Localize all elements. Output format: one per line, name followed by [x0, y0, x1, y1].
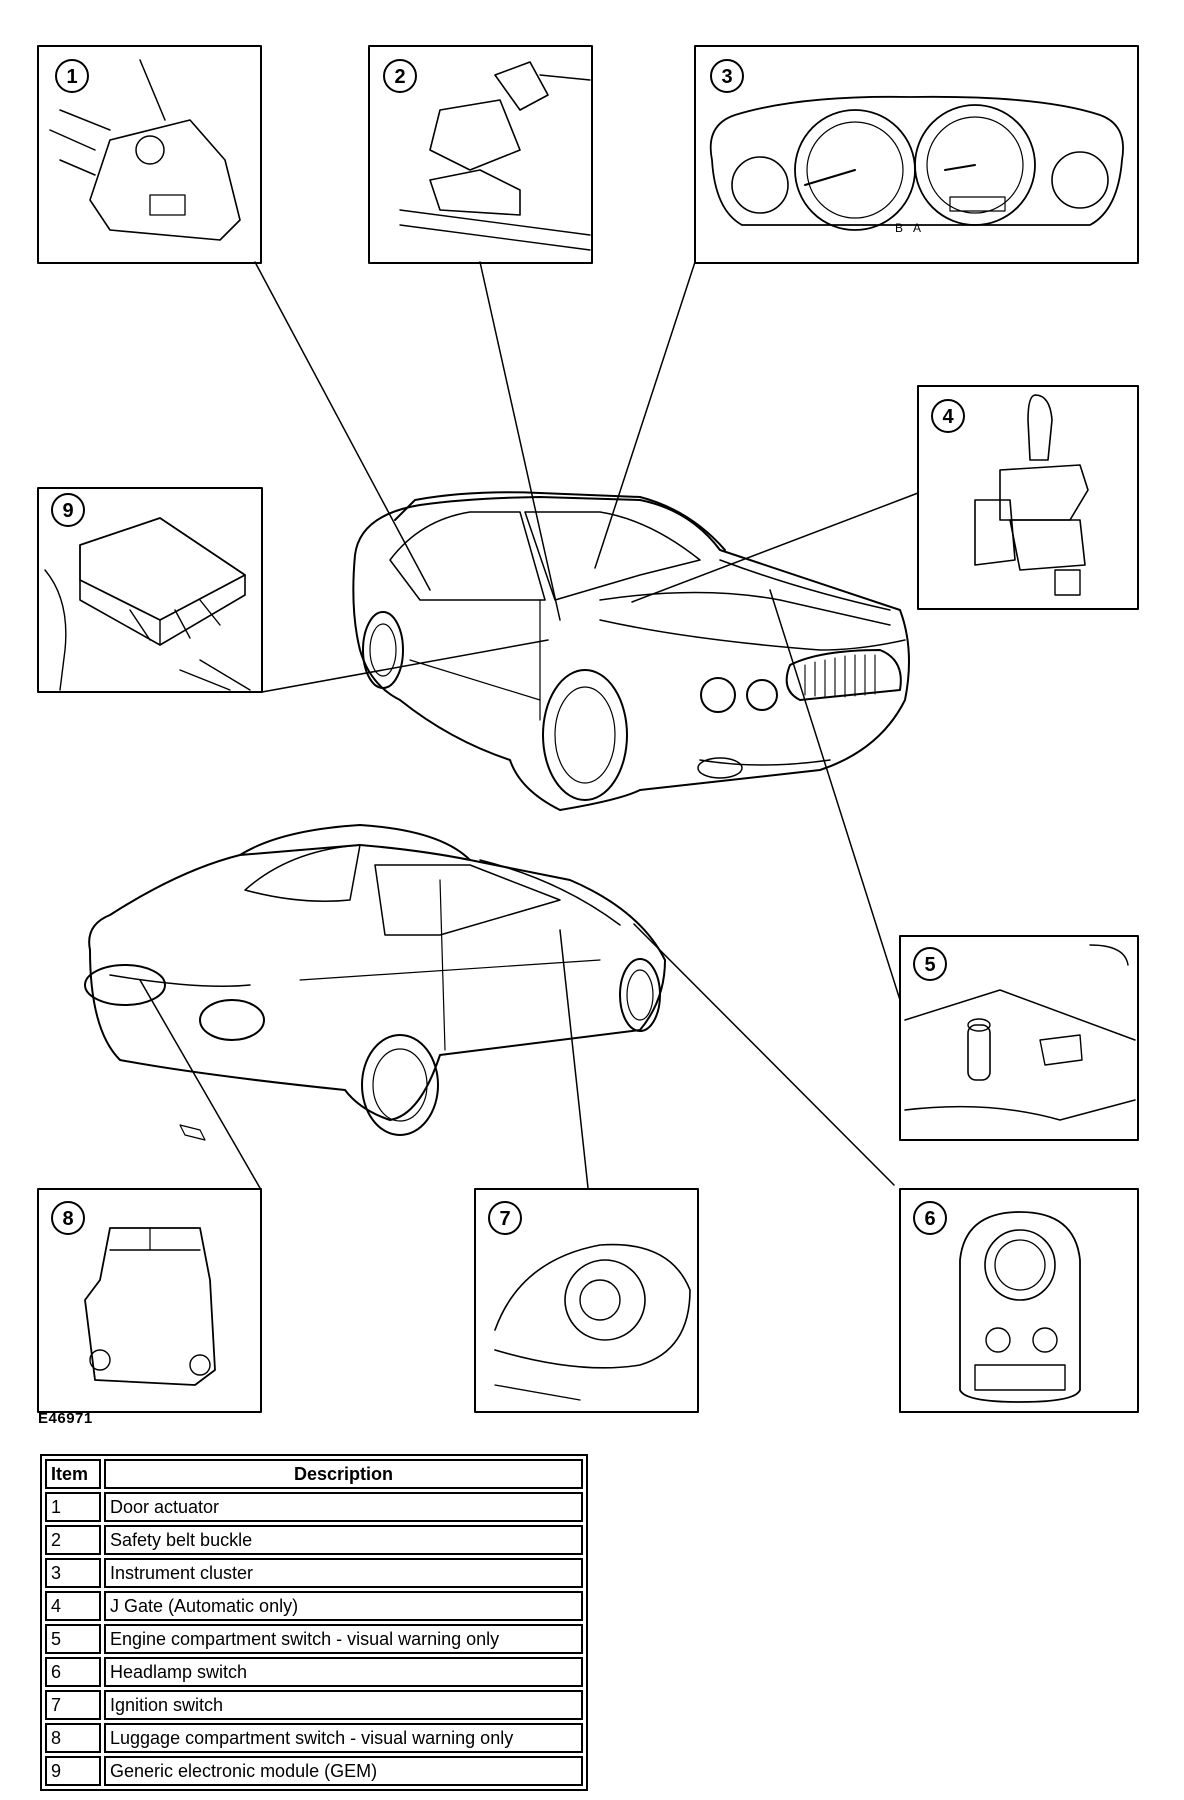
leader-line-9	[261, 639, 549, 693]
legend-header-description: Description	[104, 1459, 583, 1489]
inset-frame-1	[37, 45, 262, 264]
callout-6-number: 6	[924, 1208, 935, 1230]
car-rear-view	[84, 824, 666, 1141]
leader-line-5	[769, 589, 901, 1001]
inset-j-gate: 4	[917, 385, 1139, 610]
leader-line-1	[254, 261, 431, 591]
cluster-letter-a: A	[913, 221, 921, 235]
callout-8-number: 8	[62, 1208, 73, 1230]
leader-line-2	[479, 261, 561, 621]
legend-item-description: Headlamp switch	[104, 1657, 583, 1687]
headlamp-left	[700, 677, 736, 713]
legend-item-description: Engine compartment switch - visual warni…	[104, 1624, 583, 1654]
fuel-gauge	[731, 156, 789, 214]
callout-2	[383, 59, 417, 93]
leader-line-3	[594, 261, 696, 569]
callout-5-number: 5	[924, 954, 935, 976]
leader-line-7	[559, 929, 589, 1189]
legend-item-number: 2	[45, 1525, 101, 1555]
rear-lamp-right	[199, 999, 265, 1041]
legend-item-number: 9	[45, 1756, 101, 1786]
inset-instrument-cluster: 3 B A	[694, 45, 1139, 264]
callout-8	[51, 1201, 85, 1235]
inset-headlamp-switch: 6	[899, 1188, 1139, 1413]
temp-gauge	[1051, 151, 1109, 209]
legend-item-number: 7	[45, 1690, 101, 1720]
inset-frame-9	[37, 487, 263, 693]
legend-item-description: Luggage compartment switch - visual warn…	[104, 1723, 583, 1753]
callout-2-number: 2	[394, 66, 405, 88]
inset-door-actuator: 1	[37, 45, 262, 264]
callout-1-number: 1	[66, 66, 77, 88]
inset-engine-compartment-switch: 5	[899, 935, 1139, 1141]
legend-item-number: 8	[45, 1723, 101, 1753]
inset-frame-4	[917, 385, 1139, 610]
rear-wheel-front-view	[362, 611, 404, 689]
rear-wheel	[361, 1034, 439, 1136]
callout-7	[488, 1201, 522, 1235]
inset-safety-belt-buckle: 2	[368, 45, 593, 264]
legend-item-description: Door actuator	[104, 1492, 583, 1522]
legend-header-item: Item	[45, 1459, 101, 1489]
legend-item-number: 6	[45, 1657, 101, 1687]
front-wheel	[542, 669, 628, 801]
leader-line-6	[633, 923, 895, 1186]
inset-luggage-compartment-switch: 8	[37, 1188, 262, 1413]
leader-lines	[139, 261, 919, 1189]
cluster-letter-b: B	[895, 221, 903, 235]
inset-frame-3	[694, 45, 1139, 264]
legend-item-description: Safety belt buckle	[104, 1525, 583, 1555]
headlamp-inner	[746, 679, 778, 711]
inset-frame-7	[474, 1188, 699, 1413]
legend-item-description: J Gate (Automatic only)	[104, 1591, 583, 1621]
front-wheel-rear-view	[619, 958, 661, 1032]
legend-item-number: 4	[45, 1591, 101, 1621]
legend-item-description: Instrument cluster	[104, 1558, 583, 1588]
callout-9-number: 9	[62, 500, 73, 522]
component-location-diagram: 1 2 3 B A 4	[37, 45, 1139, 1413]
speedometer	[914, 104, 1036, 226]
legend-header-row: Item Description	[45, 1459, 583, 1489]
legend-item-number: 3	[45, 1558, 101, 1588]
leader-line-4	[631, 492, 919, 603]
callout-6	[913, 1201, 947, 1235]
legend-item-description: Generic electronic module (GEM)	[104, 1756, 583, 1786]
callout-4	[931, 399, 965, 433]
callout-9	[51, 493, 85, 527]
callout-3-number: 3	[721, 66, 732, 88]
legend-item-number: 1	[45, 1492, 101, 1522]
figure-id: E46971	[38, 1410, 93, 1427]
callout-7-number: 7	[499, 1208, 510, 1230]
inset-ignition-switch: 7	[474, 1188, 699, 1413]
callout-5	[913, 947, 947, 981]
inset-frame-8	[37, 1188, 262, 1413]
inset-generic-electronic-module: 9	[37, 487, 263, 693]
car-front-view	[352, 491, 910, 811]
leader-line-8	[139, 979, 261, 1189]
legend-item-number: 5	[45, 1624, 101, 1654]
callout-1	[55, 59, 89, 93]
callout-3	[710, 59, 744, 93]
inset-frame-6	[899, 1188, 1139, 1413]
grille	[785, 649, 902, 701]
ignition-bezel	[564, 1259, 646, 1341]
legend-item-description: Ignition switch	[104, 1690, 583, 1720]
callout-4-number: 4	[942, 406, 954, 428]
inset-frame-2	[368, 45, 593, 264]
inset-frame-5	[899, 935, 1139, 1141]
rear-lamp-left	[84, 964, 166, 1006]
